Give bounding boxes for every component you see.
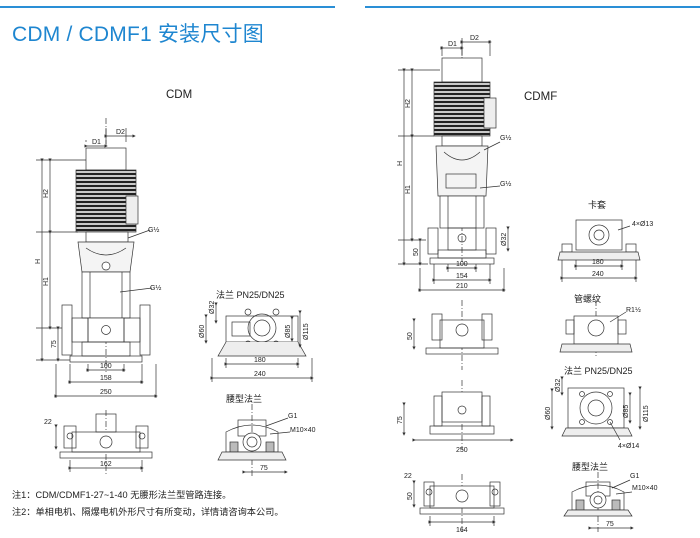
cdmf-dim-h2: H2 [405, 99, 412, 108]
cdm-g-top: G½ [148, 226, 159, 234]
cdmf-flange-d32: Ø32 [555, 379, 562, 392]
cdmf-dim-50b: 50 [407, 332, 414, 340]
cdmf-g-mid: G½ [500, 180, 511, 188]
cdm-waist-flange [217, 404, 291, 476]
cdmf-base-view [412, 474, 505, 532]
cdm-waist-m10: M10×40 [290, 427, 316, 434]
cdm-dim-250: 250 [100, 389, 112, 396]
cdmf-thread-r: R1½ [626, 306, 641, 314]
cdm-base-view [54, 410, 153, 476]
page-title: CDM / CDMF1 安装尺寸图 [12, 23, 264, 46]
cdmf-dim-h: H [397, 161, 404, 166]
cdmf-clamp-240: 240 [592, 271, 604, 278]
cdmf-dim-154: 154 [456, 273, 468, 280]
cdm-dimension-lines [36, 128, 158, 398]
cdmf-dim-164: 164 [456, 527, 468, 534]
cdm-dim-h1: H1 [43, 277, 50, 286]
footnote-2: 注2：单相电机、隔爆电机外形尺寸有所变动，详情请咨询本公司。 [12, 507, 284, 517]
cdm-waist-label: 腰型法兰 [226, 393, 262, 404]
cdmf-waist-m10: M10×40 [632, 485, 658, 492]
cdm-pump-elevation [61, 118, 151, 372]
cdm-dim-d1: D1 [92, 139, 101, 146]
cdm-flange-d85: Ø85 [285, 325, 292, 338]
cdmf-flange-d85: Ø85 [623, 405, 630, 418]
cdm-flange-180: 180 [254, 357, 266, 364]
cdmf-dim-75: 75 [397, 416, 404, 424]
cdm-flange-label: 法兰 PN25/DN25 [216, 289, 285, 300]
cdm-dim-22: 22 [44, 419, 52, 426]
cdmf-thread-view [559, 300, 633, 356]
cdmf-flange-view [550, 376, 642, 441]
cdmf-flange-d14: 4×Ø14 [618, 443, 639, 450]
cdm-dim-75: 75 [51, 340, 58, 348]
cdm-dim-162: 162 [100, 461, 112, 468]
cdmf-dim-50c: 50 [407, 492, 414, 500]
cdm-dim-158: 158 [100, 375, 112, 382]
cdm-dim-100: 100 [100, 363, 112, 370]
cdmf-waist-75: 75 [606, 521, 614, 528]
footnote-1: 注1：CDM/CDMF1-27~1-40 无腰形法兰型管路连接。 [12, 490, 232, 500]
header-rule-left [0, 6, 335, 8]
cdmf-label: CDMF [524, 91, 557, 103]
cdmf-dim-h1: H1 [405, 185, 412, 194]
cdmf-waist-flange [563, 472, 634, 532]
cdmf-dim-50: 50 [413, 248, 420, 256]
cdm-waist-g1: G1 [288, 413, 297, 420]
cdmf-clamp-label: 卡套 [588, 199, 606, 210]
cdmf-flange-label: 法兰 PN25/DN25 [564, 365, 633, 376]
cdm-g-mid: G½ [150, 284, 161, 292]
cdmf-dim-22: 22 [404, 473, 412, 480]
cdmf-dim-250: 250 [456, 447, 468, 454]
cdmf-clamp-view [557, 219, 641, 282]
cdm-dim-h: H [35, 259, 42, 264]
cdm-dim-d2: D2 [116, 129, 125, 136]
cdmf-dim-d1: D1 [448, 41, 457, 48]
cdmf-clamp-180: 180 [592, 259, 604, 266]
cdmf-lower-elevation [402, 380, 514, 450]
cdmf-thread-label: 管螺纹 [574, 293, 601, 304]
cdmf-dim-210: 210 [456, 283, 468, 290]
cdmf-dim-d2: D2 [470, 35, 479, 42]
cdm-waist-75: 75 [260, 465, 268, 472]
cdm-flange-d32: Ø32 [209, 301, 216, 314]
cdmf-g-top: G½ [500, 134, 511, 142]
cdmf-dim-d32: Ø32 [501, 233, 508, 246]
cdm-flange-d60: Ø60 [199, 325, 206, 338]
cdm-label: CDM [166, 89, 192, 101]
cdm-dim-h2: H2 [43, 189, 50, 198]
cdm-flange-topview [204, 302, 314, 382]
cdmf-flange-d115: Ø115 [643, 405, 650, 422]
cdmf-base-sideview [412, 300, 499, 370]
cdmf-dimension-lines [398, 40, 510, 292]
cdmf-clamp-d13: 4×Ø13 [632, 221, 653, 228]
header-rule-right [365, 6, 700, 8]
cdmf-flange-d60: Ø60 [545, 407, 552, 420]
cdmf-pump-elevation [427, 38, 497, 265]
cdm-flange-d115: Ø115 [303, 323, 310, 340]
cdm-flange-240: 240 [254, 371, 266, 378]
cdmf-waist-g1: G1 [630, 473, 639, 480]
cdmf-dim-100: 100 [456, 261, 468, 268]
cdmf-waist-label: 腰型法兰 [572, 461, 608, 472]
